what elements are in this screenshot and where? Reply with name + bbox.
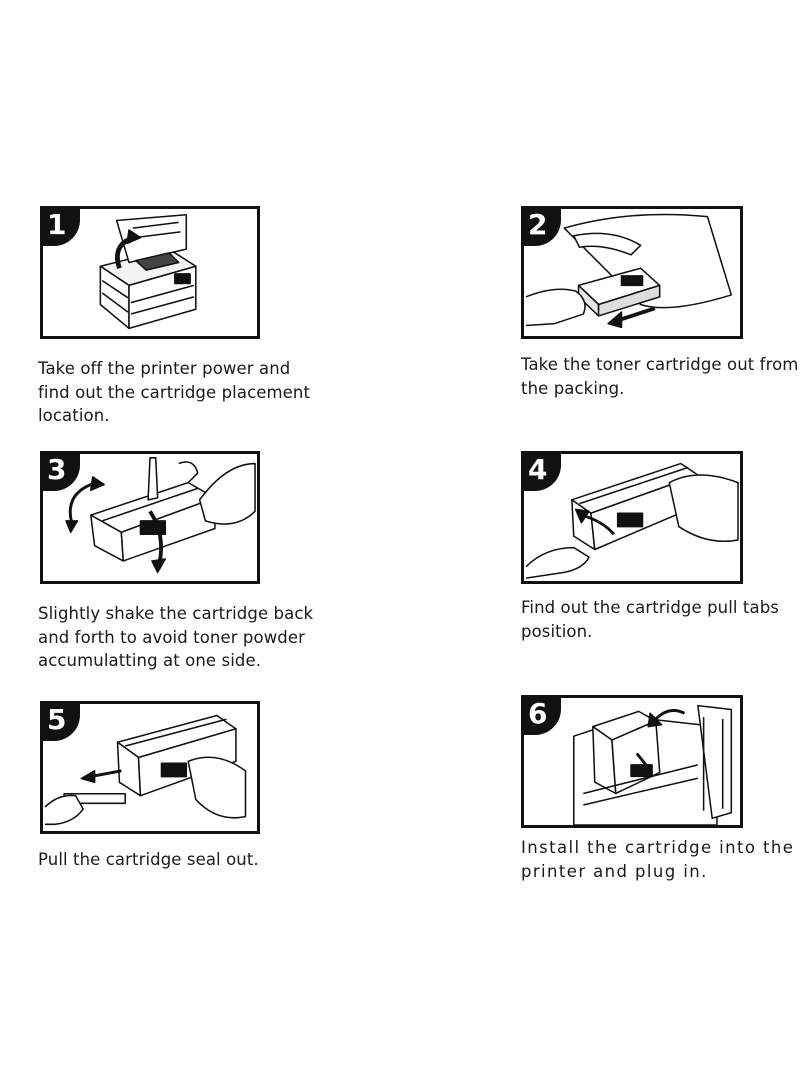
printer-open-lid-icon xyxy=(99,213,197,330)
step-4-caption: Find out the cartridge pull tabs positio… xyxy=(521,598,779,641)
pull-tab-icon xyxy=(525,462,739,579)
unpack-cartridge-icon xyxy=(525,213,733,329)
step-6-illustration: 6 xyxy=(521,695,743,828)
pull-seal-icon xyxy=(44,714,247,826)
step-2-caption: Take the toner cartridge out from the pa… xyxy=(521,355,799,398)
shake-cartridge-icon xyxy=(65,457,256,574)
install-cartridge-icon xyxy=(572,704,733,825)
step-2-illustration: 2 xyxy=(521,206,743,339)
step-5-caption: Pull the cartridge seal out. xyxy=(38,850,259,869)
step-6-caption: Install the cartridge into the printer a… xyxy=(521,838,795,881)
step-3-illustration: 3 xyxy=(40,451,260,584)
step-5-illustration: 5 xyxy=(40,701,260,834)
step-3-caption: Slightly shake the cartridge back and fo… xyxy=(38,604,314,670)
step-1-illustration: 1 xyxy=(40,206,260,339)
step-5-number-badge: 5 xyxy=(43,704,80,741)
step-1-caption: Take off the printer power and find out … xyxy=(38,359,311,425)
step-4-illustration: 4 xyxy=(521,451,743,584)
